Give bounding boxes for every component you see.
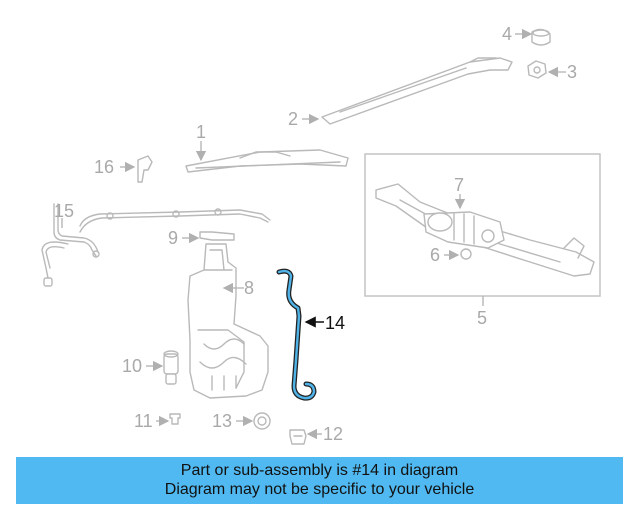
callout-15: 15 — [54, 201, 74, 221]
callout-7: 7 — [454, 175, 464, 195]
callout-6: 6 — [430, 245, 440, 265]
part-10-pump: 10 — [122, 350, 179, 385]
part-13-grommet: 13 — [212, 411, 271, 431]
callout-12: 12 — [323, 424, 343, 444]
part-2-wiper-arm: 2 — [288, 57, 513, 129]
parts-diagram: 4 3 2 1 16 — [41, 24, 601, 445]
callout-3: 3 — [567, 62, 577, 82]
part-1-wiper-blade: 1 — [185, 122, 349, 173]
banner-line-1: Part or sub-assembly is #14 in diagram — [180, 462, 459, 479]
part-4-cap: 4 — [502, 24, 551, 46]
part-8-reservoir: 8 — [187, 243, 269, 399]
part-5-linkage-assembly: 7 6 5 — [364, 153, 601, 328]
callout-9: 9 — [168, 228, 178, 248]
callout-4: 4 — [502, 24, 512, 44]
callout-13: 13 — [212, 411, 232, 431]
part-12-bracket: 12 — [289, 424, 343, 445]
callout-2: 2 — [288, 109, 298, 129]
part-9-clip: 9 — [168, 228, 235, 248]
banner-line-2: Diagram may not be specific to your vehi… — [164, 481, 475, 498]
callout-11: 11 — [134, 411, 153, 431]
part-11-pin: 11 — [134, 411, 181, 431]
callout-16: 16 — [94, 157, 114, 177]
part-16-clip: 16 — [94, 155, 153, 183]
callout-5: 5 — [477, 308, 487, 328]
callout-10: 10 — [122, 356, 142, 376]
part-14-washer-hose: 14 — [276, 268, 345, 401]
callout-1: 1 — [196, 122, 206, 142]
callout-14: 14 — [325, 313, 345, 333]
part-15-washer-hose: 15 — [41, 201, 271, 287]
part-3-nut: 3 — [527, 60, 577, 82]
info-banner: Part or sub-assembly is #14 in diagram D… — [16, 457, 623, 504]
callout-8: 8 — [244, 278, 254, 298]
